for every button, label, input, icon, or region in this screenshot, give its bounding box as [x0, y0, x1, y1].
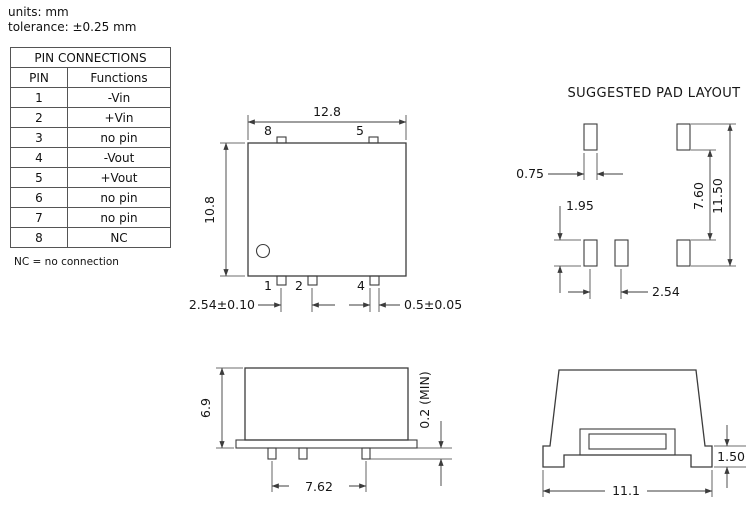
table-row: 4-Vout [10, 147, 171, 168]
pad-pin2 [614, 239, 629, 267]
pin1-label: 1 [264, 278, 272, 293]
end-body-outline [542, 369, 713, 468]
dim-pad-length: 1.95 [554, 198, 594, 293]
pin-connections-table: PIN CONNECTIONS PIN Functions 1-Vin 2+Vi… [10, 47, 171, 248]
pin-function: no pin [67, 127, 171, 148]
pin2-label: 2 [295, 278, 303, 293]
end-view: 1.50 11.1 [542, 369, 746, 498]
dim-pad-length-label: 1.95 [566, 198, 594, 213]
pad-pin4 [676, 239, 691, 267]
tolerance-line: tolerance: ±0.25 mm [8, 20, 137, 34]
pin5-stub [368, 136, 379, 144]
pin1-stub [276, 275, 287, 286]
dim-pad-pitch-label: 2.54 [652, 284, 680, 299]
dim-pin-pitch-label: 2.54±0.10 [189, 297, 255, 312]
pin4-stub [369, 275, 380, 286]
dim-row-span-inner-label: 7.60 [691, 182, 706, 210]
dim-pin-span: 7.62 [271, 461, 367, 494]
pad-pin1 [583, 239, 598, 267]
dim-body-width: 12.8 [247, 104, 407, 140]
dim-pad-width-label: 0.75 [516, 166, 544, 181]
top-view: 8 5 1 2 4 12.8 10.8 2.54 [189, 104, 462, 312]
dim-pad-pitch: 2.54 [568, 269, 680, 299]
dim-pin-pitch: 2.54±0.10 [189, 288, 335, 312]
dim-pin-span-label: 7.62 [305, 479, 333, 494]
dim-side-height-label: 6.9 [198, 398, 213, 418]
pin8-label: 8 [264, 123, 272, 138]
side-pin4 [361, 447, 371, 460]
pin5-label: 5 [356, 123, 364, 138]
dim-row-span-outer: 11.50 [691, 123, 736, 267]
dim-foot-height: 1.50 [714, 425, 746, 488]
pin4-label: 4 [357, 278, 365, 293]
pad-layout: SUGGESTED PAD LAYOUT 0.75 1.95 [516, 86, 740, 299]
pin-function: -Vout [67, 147, 171, 168]
nc-note: NC = no connection [14, 256, 119, 268]
side-base-plate [235, 439, 418, 449]
side-body-outline [244, 367, 409, 441]
pad-pin5 [676, 123, 691, 151]
dim-body-height: 10.8 [202, 142, 245, 277]
dim-pin-width: 0.5±0.05 [349, 288, 462, 312]
dim-pad-width: 0.75 [516, 153, 623, 181]
pin-function: NC [67, 227, 171, 248]
end-recess-inner [588, 433, 667, 450]
dim-standoff-label: 0.2 (MIN) [417, 371, 432, 428]
dim-pin-width-label: 0.5±0.05 [404, 297, 462, 312]
pin2-stub [307, 275, 318, 286]
side-pin1 [267, 447, 277, 460]
pin1-indicator-circle [255, 243, 271, 259]
dim-end-width: 11.1 [542, 470, 713, 498]
dim-end-width-label: 11.1 [612, 483, 640, 498]
side-pin2 [298, 447, 308, 460]
end-recess-outer [579, 428, 676, 456]
dim-standoff: 0.2 (MIN) [370, 371, 452, 486]
pin8-stub [276, 136, 287, 144]
dim-side-height: 6.9 [198, 367, 243, 449]
units-line: units: mm [8, 5, 69, 19]
pin-table-title-row: PIN CONNECTIONS [10, 47, 171, 68]
package-outline [247, 142, 407, 277]
dim-body-height-label: 10.8 [202, 196, 217, 224]
table-row: 5+Vout [10, 167, 171, 188]
dim-foot-height-label: 1.50 [717, 449, 745, 464]
pad-layout-title: SUGGESTED PAD LAYOUT [567, 86, 740, 101]
dim-body-width-label: 12.8 [313, 104, 341, 119]
pin-table-title: PIN CONNECTIONS [10, 47, 171, 68]
dim-row-span-inner: 7.60 [691, 149, 716, 241]
units-note: units: mm tolerance: ±0.25 mm [8, 5, 136, 35]
pad-pin8 [583, 123, 598, 151]
side-view: 6.9 7.62 0.2 (MIN) [198, 367, 452, 494]
dim-row-span-outer-label: 11.50 [710, 178, 725, 214]
